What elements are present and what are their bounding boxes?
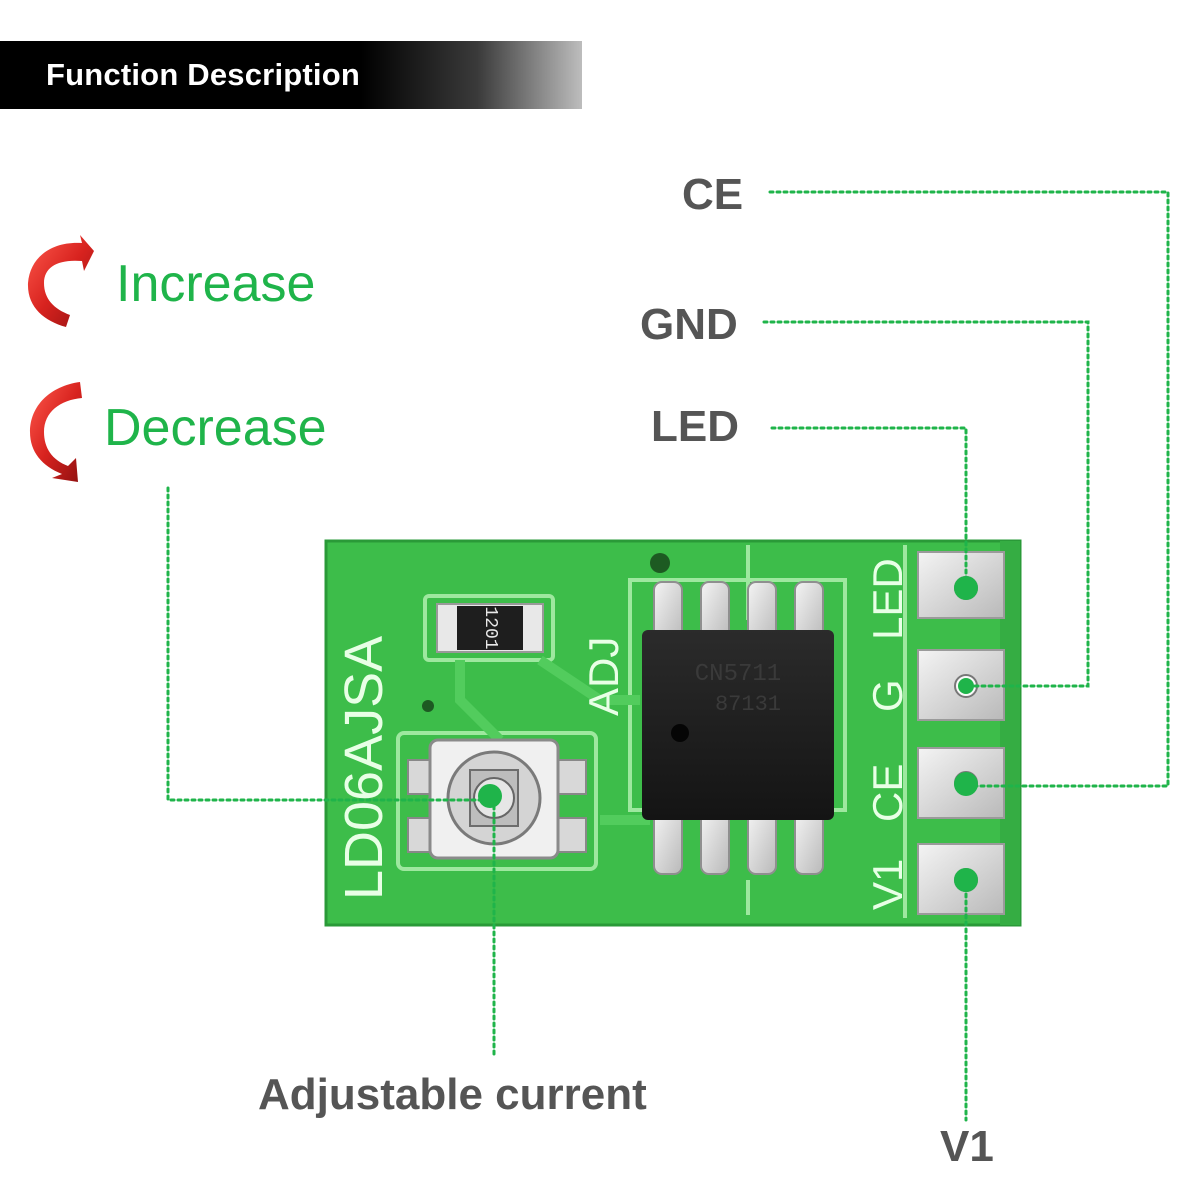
marker-ce [954,772,978,796]
board-model: LD06AJSA [334,636,394,900]
silk-led: LED [864,558,911,640]
callout-adjustable [166,486,496,1058]
callout-ce [768,190,1170,788]
adjustable-current-label: Adjustable current [258,1070,647,1119]
pin-label-ce: CE [682,170,744,219]
adj-silk: ADJ [580,637,627,716]
header-title: Function Description [46,57,360,92]
marker-potentiometer [478,784,502,808]
marker-gnd [958,678,974,694]
increase-label: Increase [116,255,316,313]
pin-label-gnd: GND [640,300,738,349]
decrease-label: Decrease [104,399,327,457]
increase-arrow-icon [22,235,94,335]
pin-label-led: LED [651,402,739,451]
silk-v1: V1 [864,859,911,910]
pin-label-v1: V1 [940,1122,994,1171]
chip-marking-1: CN5711 [695,661,781,688]
chip-marking-2: 87131 [715,692,781,717]
silk-g: G [864,679,911,712]
callout-gnd [762,320,1090,688]
header-banner: Function Description [0,41,582,109]
callout-led [770,426,968,590]
resistor-code: 1201 [480,606,500,649]
decrease-arrow-icon [22,378,94,482]
marker-led [954,576,978,600]
marker-v1 [954,868,978,892]
ic-chip: CN5711 87131 [642,581,834,875]
silk-ce: CE [864,764,911,822]
